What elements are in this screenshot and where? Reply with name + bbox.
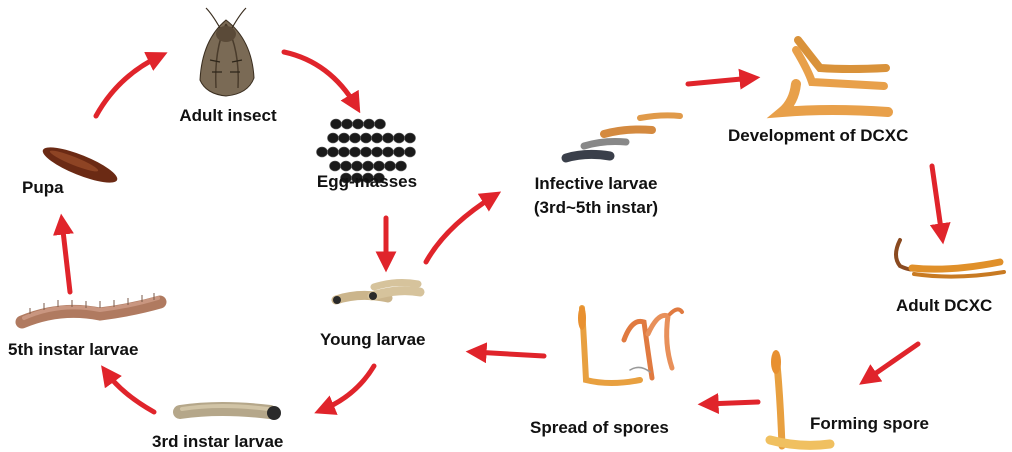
egg bbox=[396, 161, 407, 171]
label-spread-spores: Spread of spores bbox=[530, 418, 669, 438]
label-adult-insect: Adult insect bbox=[168, 106, 288, 126]
label-pupa: Pupa bbox=[22, 178, 64, 198]
egg bbox=[394, 147, 405, 157]
egg bbox=[352, 161, 363, 171]
arrow-fifth-to-pupa bbox=[62, 222, 70, 292]
egg bbox=[330, 161, 341, 171]
fifth-instar-larva-illustration bbox=[22, 293, 160, 322]
egg bbox=[353, 119, 364, 129]
adult-dcxc-illustration bbox=[896, 240, 1004, 277]
adult-insect-illustration bbox=[200, 8, 254, 96]
label-forming-spore: Forming spore bbox=[810, 414, 929, 434]
egg bbox=[372, 133, 383, 143]
egg bbox=[363, 161, 374, 171]
label-infective-larvae-line1: Infective larvae bbox=[506, 174, 686, 194]
label-development-dcxc: Development of DCXC bbox=[728, 126, 908, 146]
label-fifth-instar: 5th instar larvae bbox=[8, 340, 138, 360]
egg bbox=[394, 133, 405, 143]
egg bbox=[339, 147, 350, 157]
young-larvae-illustration bbox=[333, 283, 420, 304]
infective-larvae-illustration bbox=[566, 115, 680, 158]
arrow-spread-to-young bbox=[474, 352, 544, 356]
arrow-young-to-third bbox=[322, 366, 374, 410]
egg bbox=[342, 119, 353, 129]
arrow-development-to-adult-dcxc bbox=[932, 166, 942, 236]
egg bbox=[364, 119, 375, 129]
egg bbox=[374, 161, 385, 171]
arrow-pupa-to-adult bbox=[96, 56, 160, 116]
egg bbox=[350, 147, 361, 157]
label-third-instar: 3rd instar larvae bbox=[152, 432, 283, 452]
egg bbox=[331, 119, 342, 129]
egg bbox=[341, 161, 352, 171]
label-adult-dcxc: Adult DCXC bbox=[896, 296, 992, 316]
egg bbox=[383, 133, 394, 143]
egg bbox=[328, 133, 339, 143]
third-instar-larva-illustration bbox=[180, 406, 281, 420]
egg bbox=[375, 119, 386, 129]
label-infective-larvae-line2: (3rd~5th instar) bbox=[506, 198, 686, 218]
label-young-larvae: Young larvae bbox=[320, 330, 426, 350]
egg bbox=[350, 133, 361, 143]
egg bbox=[361, 147, 372, 157]
arrow-third-to-fifth bbox=[106, 372, 154, 412]
arrow-adult-to-eggs bbox=[284, 52, 356, 106]
arrow-adult-dcxc-to-forming bbox=[866, 344, 918, 380]
egg bbox=[383, 147, 394, 157]
spread-of-spores-illustration bbox=[578, 306, 682, 383]
arrow-forming-to-spread bbox=[706, 402, 758, 404]
arrow-infective-to-development bbox=[688, 78, 752, 84]
egg bbox=[339, 133, 350, 143]
label-egg-masses: Egg-masses bbox=[302, 172, 432, 192]
arrow-young-to-infective bbox=[426, 196, 494, 262]
egg bbox=[385, 161, 396, 171]
egg bbox=[328, 147, 339, 157]
egg bbox=[317, 147, 328, 157]
egg bbox=[405, 133, 416, 143]
egg bbox=[405, 147, 416, 157]
dcxc-development-illustration bbox=[782, 40, 888, 112]
egg bbox=[372, 147, 383, 157]
egg bbox=[361, 133, 372, 143]
